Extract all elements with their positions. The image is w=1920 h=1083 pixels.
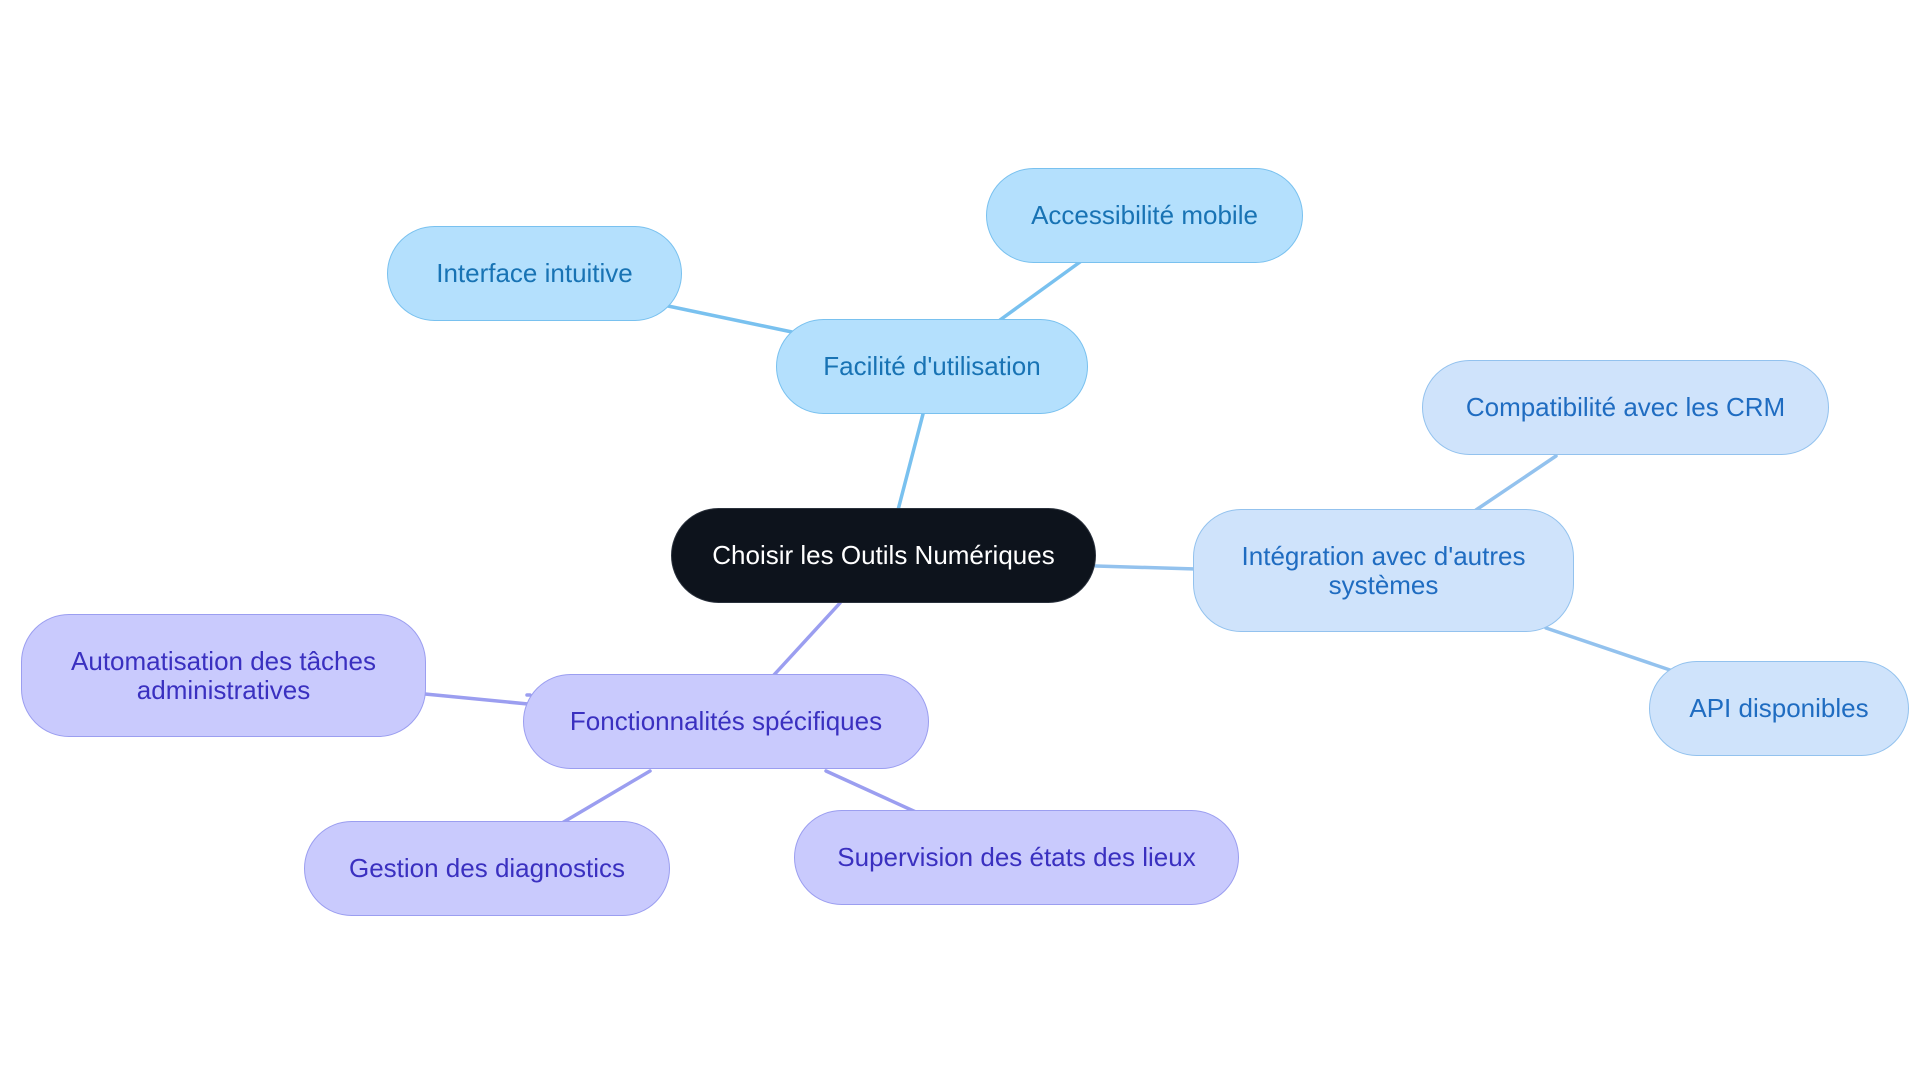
edge-integration-crm [1474, 454, 1558, 512]
edge-facilite-interface [666, 304, 794, 334]
leaf-node-supervision[interactable]: Supervision des états des lieux [794, 810, 1239, 905]
leaf-node-api-disponibles[interactable]: API disponibles [1649, 661, 1909, 756]
edge-facilite-accessibilite [998, 260, 1082, 322]
root-node[interactable]: Choisir les Outils Numériques [671, 508, 1096, 603]
edge-integration-api [1544, 626, 1672, 672]
leaf-node-accessibilite-mobile[interactable]: Accessibilité mobile [986, 168, 1303, 263]
leaf-node-label: API disponibles [1689, 693, 1869, 723]
leaf-node-label: Accessibilité mobile [1031, 200, 1258, 230]
branch-node-label: Intégration avec d'autres systèmes [1241, 540, 1526, 600]
branch-node-label: Fonctionnalités spécifiques [569, 706, 883, 736]
branch-node-integration[interactable]: Intégration avec d'autres systèmes [1193, 509, 1574, 632]
edge-fonctionnalites-automatisation-2 [423, 692, 530, 706]
edge-root-integration [1094, 564, 1198, 571]
leaf-node-label: Compatibilité avec les CRM [1465, 392, 1786, 422]
root-node-label: Choisir les Outils Numériques [712, 540, 1055, 570]
branch-node-fonctionnalites[interactable]: Fonctionnalités spécifiques [523, 674, 929, 769]
branch-node-facilite[interactable]: Facilité d'utilisation [776, 319, 1088, 414]
leaf-node-label: Automatisation des tâches administrative… [71, 645, 376, 705]
leaf-node-interface-intuitive[interactable]: Interface intuitive [387, 226, 682, 321]
edge-fonctionnalites-supervision [824, 769, 920, 815]
leaf-node-automatisation[interactable]: Automatisation des tâches administrative… [21, 614, 426, 737]
edge-fonctionnalites-gestion [560, 769, 652, 825]
leaf-node-compatibilite-crm[interactable]: Compatibilité avec les CRM [1422, 360, 1829, 455]
leaf-node-label: Supervision des états des lieux [837, 842, 1196, 872]
branch-node-label: Facilité d'utilisation [823, 351, 1041, 381]
edge-root-fonctionnalites [771, 601, 842, 678]
leaf-node-gestion-diagnostics[interactable]: Gestion des diagnostics [304, 821, 670, 916]
edge-root-facilite [896, 412, 925, 512]
leaf-node-label: Gestion des diagnostics [348, 853, 626, 883]
leaf-node-label: Interface intuitive [436, 258, 633, 288]
